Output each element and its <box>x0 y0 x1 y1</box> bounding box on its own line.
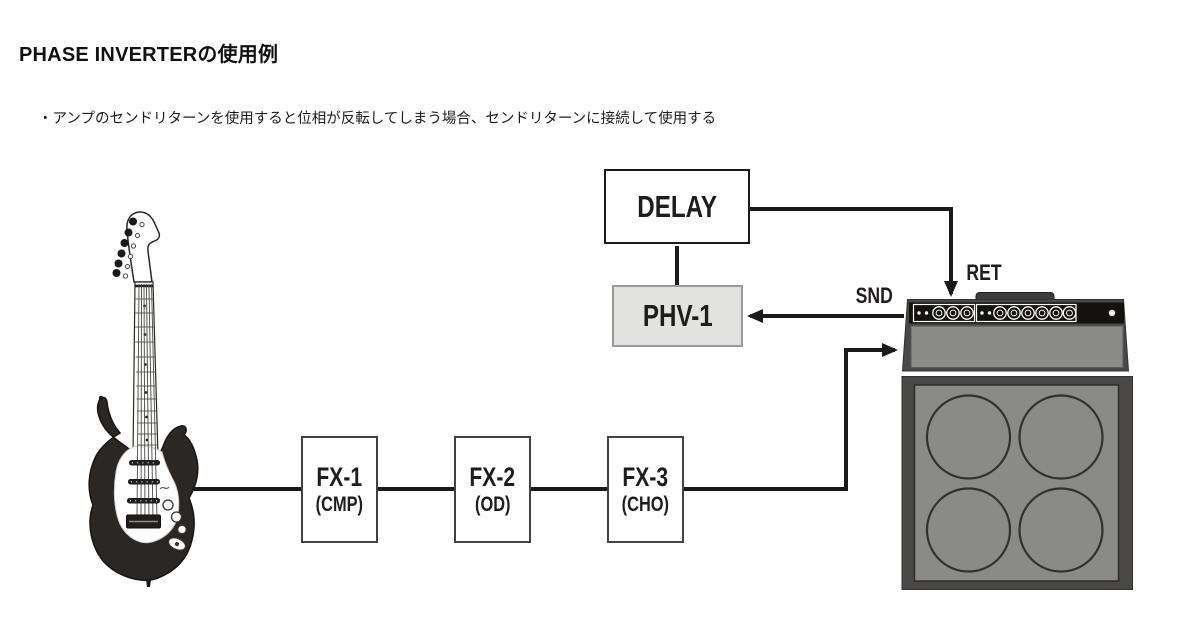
amp-knobs <box>932 306 1077 320</box>
page-title: PHASE INVERTERの使用例 <box>19 44 279 67</box>
guitar-jack-plate <box>167 537 187 551</box>
guitar-illustration <box>88 211 199 587</box>
guitar-control-knobs <box>162 499 187 535</box>
amp-panel-left-frame <box>912 303 976 323</box>
cable-fx3-to-amp-input <box>682 343 898 491</box>
fx1-box: FX-1 (CMP) <box>301 436 378 543</box>
usage-note: ・アンプのセンドリターンを使用すると位相が反転してしまう場合、センドリターンに接… <box>38 110 717 127</box>
guitar-neck <box>132 281 159 457</box>
guitar-tuners <box>112 217 145 279</box>
guitar-switch <box>159 486 170 490</box>
fx1-sublabel: (CMP) <box>315 493 364 516</box>
delay-box: DELAY <box>604 169 750 244</box>
amp-power-light <box>1108 309 1116 317</box>
guitar-pickups <box>127 460 160 504</box>
cable-delay-to-return <box>750 207 958 297</box>
fx1-label: FX-1 <box>316 462 363 492</box>
speakers <box>925 394 1104 573</box>
delay-label: DELAY <box>637 188 717 224</box>
signal-connectors <box>190 207 958 491</box>
guitar-horn-strap-pin <box>98 395 104 401</box>
guitar-strap-pin <box>146 580 151 587</box>
fx3-label: FX-3 <box>622 462 669 492</box>
fx2-box: FX-2 (OD) <box>454 436 531 543</box>
fx3-sublabel: (CHO) <box>621 493 670 516</box>
speaker-cabinet-grille <box>913 384 1120 582</box>
phv1-label: PHV-1 <box>642 298 713 333</box>
amp-jack-dots <box>917 311 992 315</box>
amp-stack-illustration <box>901 292 1133 590</box>
send-jack-label: SND <box>855 283 893 308</box>
fx2-sublabel: (OD) <box>474 493 511 516</box>
phv1-box: PHV-1 <box>612 285 743 347</box>
fx2-label: FX-2 <box>469 462 516 492</box>
fx3-box: FX-3 (CHO) <box>607 436 684 543</box>
return-jack-label: RET <box>966 260 1002 285</box>
amp-front-face <box>910 325 1124 368</box>
